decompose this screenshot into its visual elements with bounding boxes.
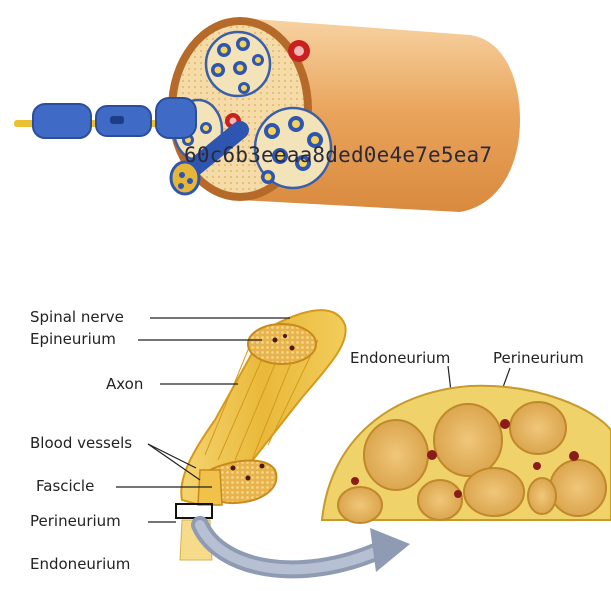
label-axon: Axon — [106, 377, 143, 392]
top-fascicle — [206, 32, 270, 96]
zoom-box — [176, 504, 212, 518]
label-fascicle: Fascicle — [36, 479, 94, 494]
nerve-cylinder-illustration — [14, 17, 520, 212]
label-endoneurium-right: Endoneurium — [350, 351, 450, 366]
magnify-arrow — [200, 525, 410, 572]
magnified-cross-section — [322, 386, 611, 523]
watermark-id: 60c6b3eeaa8ded0e4e7e5ea7 — [184, 143, 492, 167]
label-spinal-nerve: Spinal nerve — [30, 310, 124, 325]
label-perineurium-right: Perineurium — [493, 351, 584, 366]
label-epineurium: Epineurium — [30, 332, 116, 347]
label-blood-vessels: Blood vessels — [30, 436, 132, 451]
label-perineurium: Perineurium — [30, 514, 121, 529]
label-endoneurium: Endoneurium — [30, 557, 130, 572]
